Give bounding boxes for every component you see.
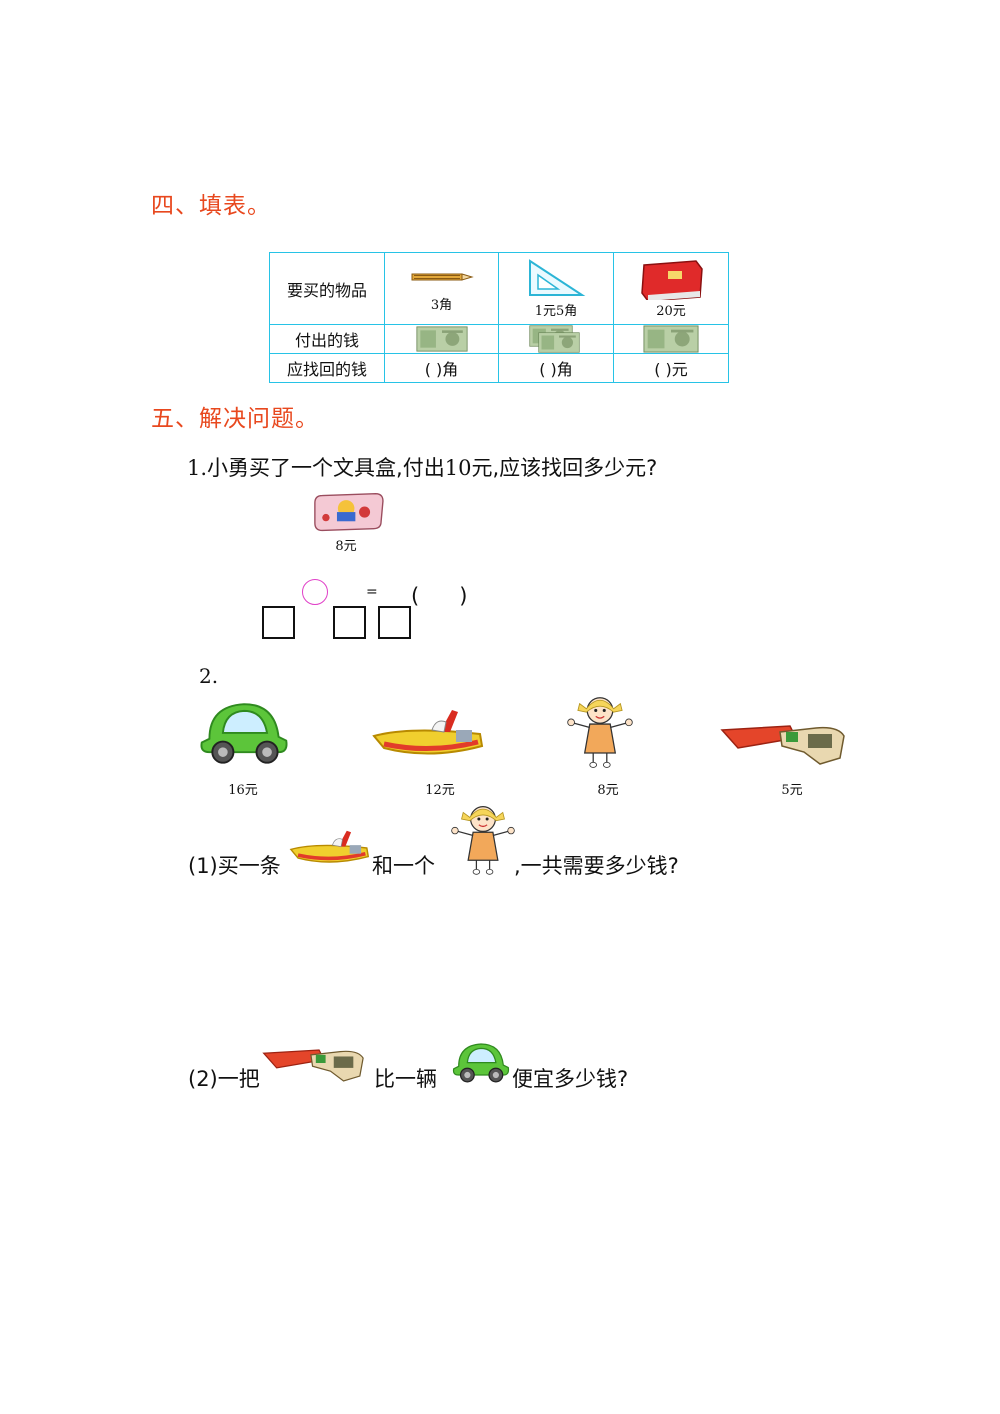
boat-price: 12元 xyxy=(425,783,455,798)
banknote-2-yuan-icon xyxy=(526,325,586,353)
change-answer-cell[interactable]: ( )角 xyxy=(498,353,614,383)
banknote-1-yuan-icon xyxy=(416,326,468,352)
toy-gun-icon xyxy=(262,1038,368,1088)
section-5-title: 五、解决问题。 xyxy=(151,406,319,432)
doll-price: 8元 xyxy=(597,783,619,798)
row-label-item: 要买的物品 xyxy=(269,252,385,325)
sub-question-2-middle: 比一辆 xyxy=(374,1067,437,1091)
book-icon xyxy=(641,259,703,300)
item-ruler-cell: 1元5角 xyxy=(498,252,614,325)
answer-box-2[interactable] xyxy=(333,606,366,639)
pencil-case-icon xyxy=(310,490,386,536)
pencil-icon xyxy=(411,272,474,281)
row-label-change: 应找回的钱 xyxy=(269,353,385,383)
boat-icon xyxy=(288,826,374,870)
section-4-title: 四、填表。 xyxy=(151,193,271,219)
row-label-paid: 付出的钱 xyxy=(269,324,385,354)
sub-question-1-middle: 和一个 xyxy=(372,854,435,878)
toy-gun-price: 5元 xyxy=(781,783,803,798)
answer-box-1[interactable] xyxy=(262,606,295,639)
doll-icon xyxy=(566,688,634,772)
equals-sign: = xyxy=(366,584,378,600)
sub-question-1-prefix: (1)买一条 xyxy=(188,854,281,878)
change-answer-cell[interactable]: ( )角 xyxy=(384,353,499,383)
question-amount: 10 xyxy=(444,456,472,480)
change-answer-cell[interactable]: ( )元 xyxy=(613,353,729,383)
car-icon xyxy=(450,1038,512,1086)
fill-table: 要买的物品 3角 1元5角 xyxy=(269,252,729,383)
paid-cell xyxy=(384,324,499,354)
car-price: 16元 xyxy=(228,783,258,798)
question-1: 1.小勇买了一个文具盒,付出10元,应该找回多少元? xyxy=(187,452,657,482)
question-number: 1. xyxy=(187,456,208,480)
doll-icon xyxy=(450,800,516,876)
toy-gun-icon xyxy=(720,712,850,772)
banknote-50-yuan-icon xyxy=(639,325,703,353)
paid-cell xyxy=(613,324,729,354)
sub-question-2-prefix: (2)一把 xyxy=(188,1067,260,1091)
item-book-cell: 20元 xyxy=(613,252,729,325)
question-2-number: 2. xyxy=(199,664,219,688)
car-icon xyxy=(196,697,292,767)
answer-box-3[interactable] xyxy=(378,606,411,639)
question-text: 小勇买了一个文具盒,付出 xyxy=(207,456,445,480)
boat-icon xyxy=(370,702,490,766)
item-price: 3角 xyxy=(430,297,453,313)
operator-circle[interactable] xyxy=(302,579,328,605)
item-price: 1元5角 xyxy=(534,303,578,319)
sub-question-2-suffix: 便宜多少钱? xyxy=(512,1067,629,1091)
paid-cell xyxy=(498,324,614,354)
item-pencil-cell: 3角 xyxy=(384,252,499,325)
pencil-case-price: 8元 xyxy=(335,539,357,554)
triangle-ruler-icon xyxy=(529,258,586,296)
question-text-end: 元,应该找回多少元? xyxy=(471,456,658,480)
sub-question-1-suffix: ,一共需要多少钱? xyxy=(514,854,679,878)
answer-unit-paren[interactable]: ( ) xyxy=(411,584,468,608)
item-price: 20元 xyxy=(656,303,686,319)
